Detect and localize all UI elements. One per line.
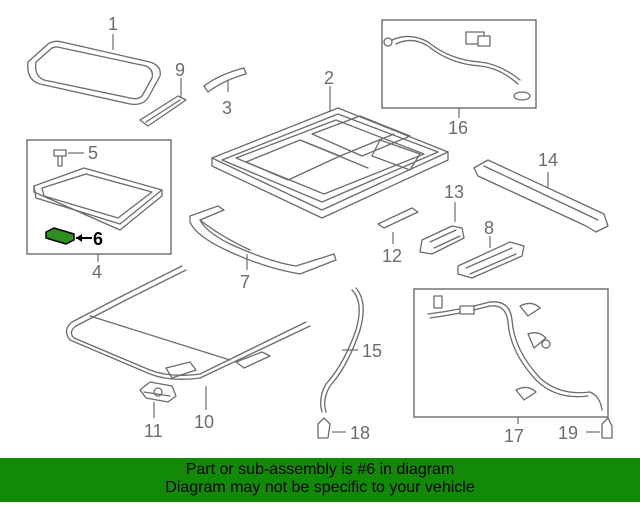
part-15-drain-hose[interactable] [320, 287, 364, 413]
part-8-bracket[interactable] [457, 236, 525, 279]
part-9-seal-strip[interactable] [139, 78, 187, 127]
callout-8: 8 [484, 218, 494, 238]
part-18-clip[interactable] [317, 417, 346, 439]
callout-3: 3 [222, 98, 232, 118]
callout-13: 13 [444, 182, 464, 202]
callout-16: 16 [448, 118, 468, 138]
part-11-sunroof-motor[interactable] [139, 381, 177, 418]
callout-17: 17 [504, 426, 524, 446]
part-19-clip[interactable] [586, 417, 613, 439]
notice-line-1: Part or sub-assembly is #6 in diagram [185, 461, 455, 478]
callout-10: 10 [194, 412, 214, 432]
callout-5: 5 [88, 143, 98, 163]
part-17-drain-hose-set[interactable] [413, 288, 609, 424]
part-14-side-rail[interactable] [473, 159, 609, 233]
callout-2: 2 [324, 68, 334, 88]
part-6-sunshade-handle[interactable] [45, 227, 92, 245]
callout-15: 15 [362, 341, 382, 361]
callout-12: 12 [382, 246, 402, 266]
callout-19: 19 [558, 423, 578, 443]
callout-labels: 1 2 3 4 5 6 7 8 9 10 11 12 13 14 15 16 1… [88, 14, 578, 446]
part-4-sunshade-box [26, 139, 172, 262]
callout-9: 9 [175, 60, 185, 80]
part-13-bracket[interactable] [419, 202, 465, 255]
callout-14: 14 [538, 150, 558, 170]
callout-18: 18 [350, 423, 370, 443]
callout-1: 1 [108, 14, 118, 34]
part-10-drive-cable[interactable] [65, 265, 311, 410]
parts-diagram: 1 2 3 4 5 6 7 8 9 10 11 12 13 14 15 16 1… [26, 14, 613, 446]
callout-11: 11 [144, 421, 163, 441]
part-4-sunshade[interactable] [33, 167, 163, 231]
part-7-lower-frame[interactable] [189, 205, 337, 275]
part-2-sunroof-frame[interactable] [211, 86, 449, 219]
part-12-guide-strip[interactable] [377, 207, 419, 244]
part-1-glass-panel[interactable] [27, 34, 161, 106]
notice-banner: Part or sub-assembly is #6 in diagram Di… [0, 458, 640, 502]
part-3-deflector[interactable] [203, 67, 247, 93]
part-5-screw[interactable] [53, 149, 84, 167]
callout-7: 7 [240, 272, 250, 292]
part-16-drain-hose-set[interactable] [381, 19, 537, 118]
notice-line-2: Diagram may not be specific to your vehi… [165, 479, 475, 496]
callout-6: 6 [93, 229, 103, 249]
callout-4: 4 [92, 262, 102, 282]
